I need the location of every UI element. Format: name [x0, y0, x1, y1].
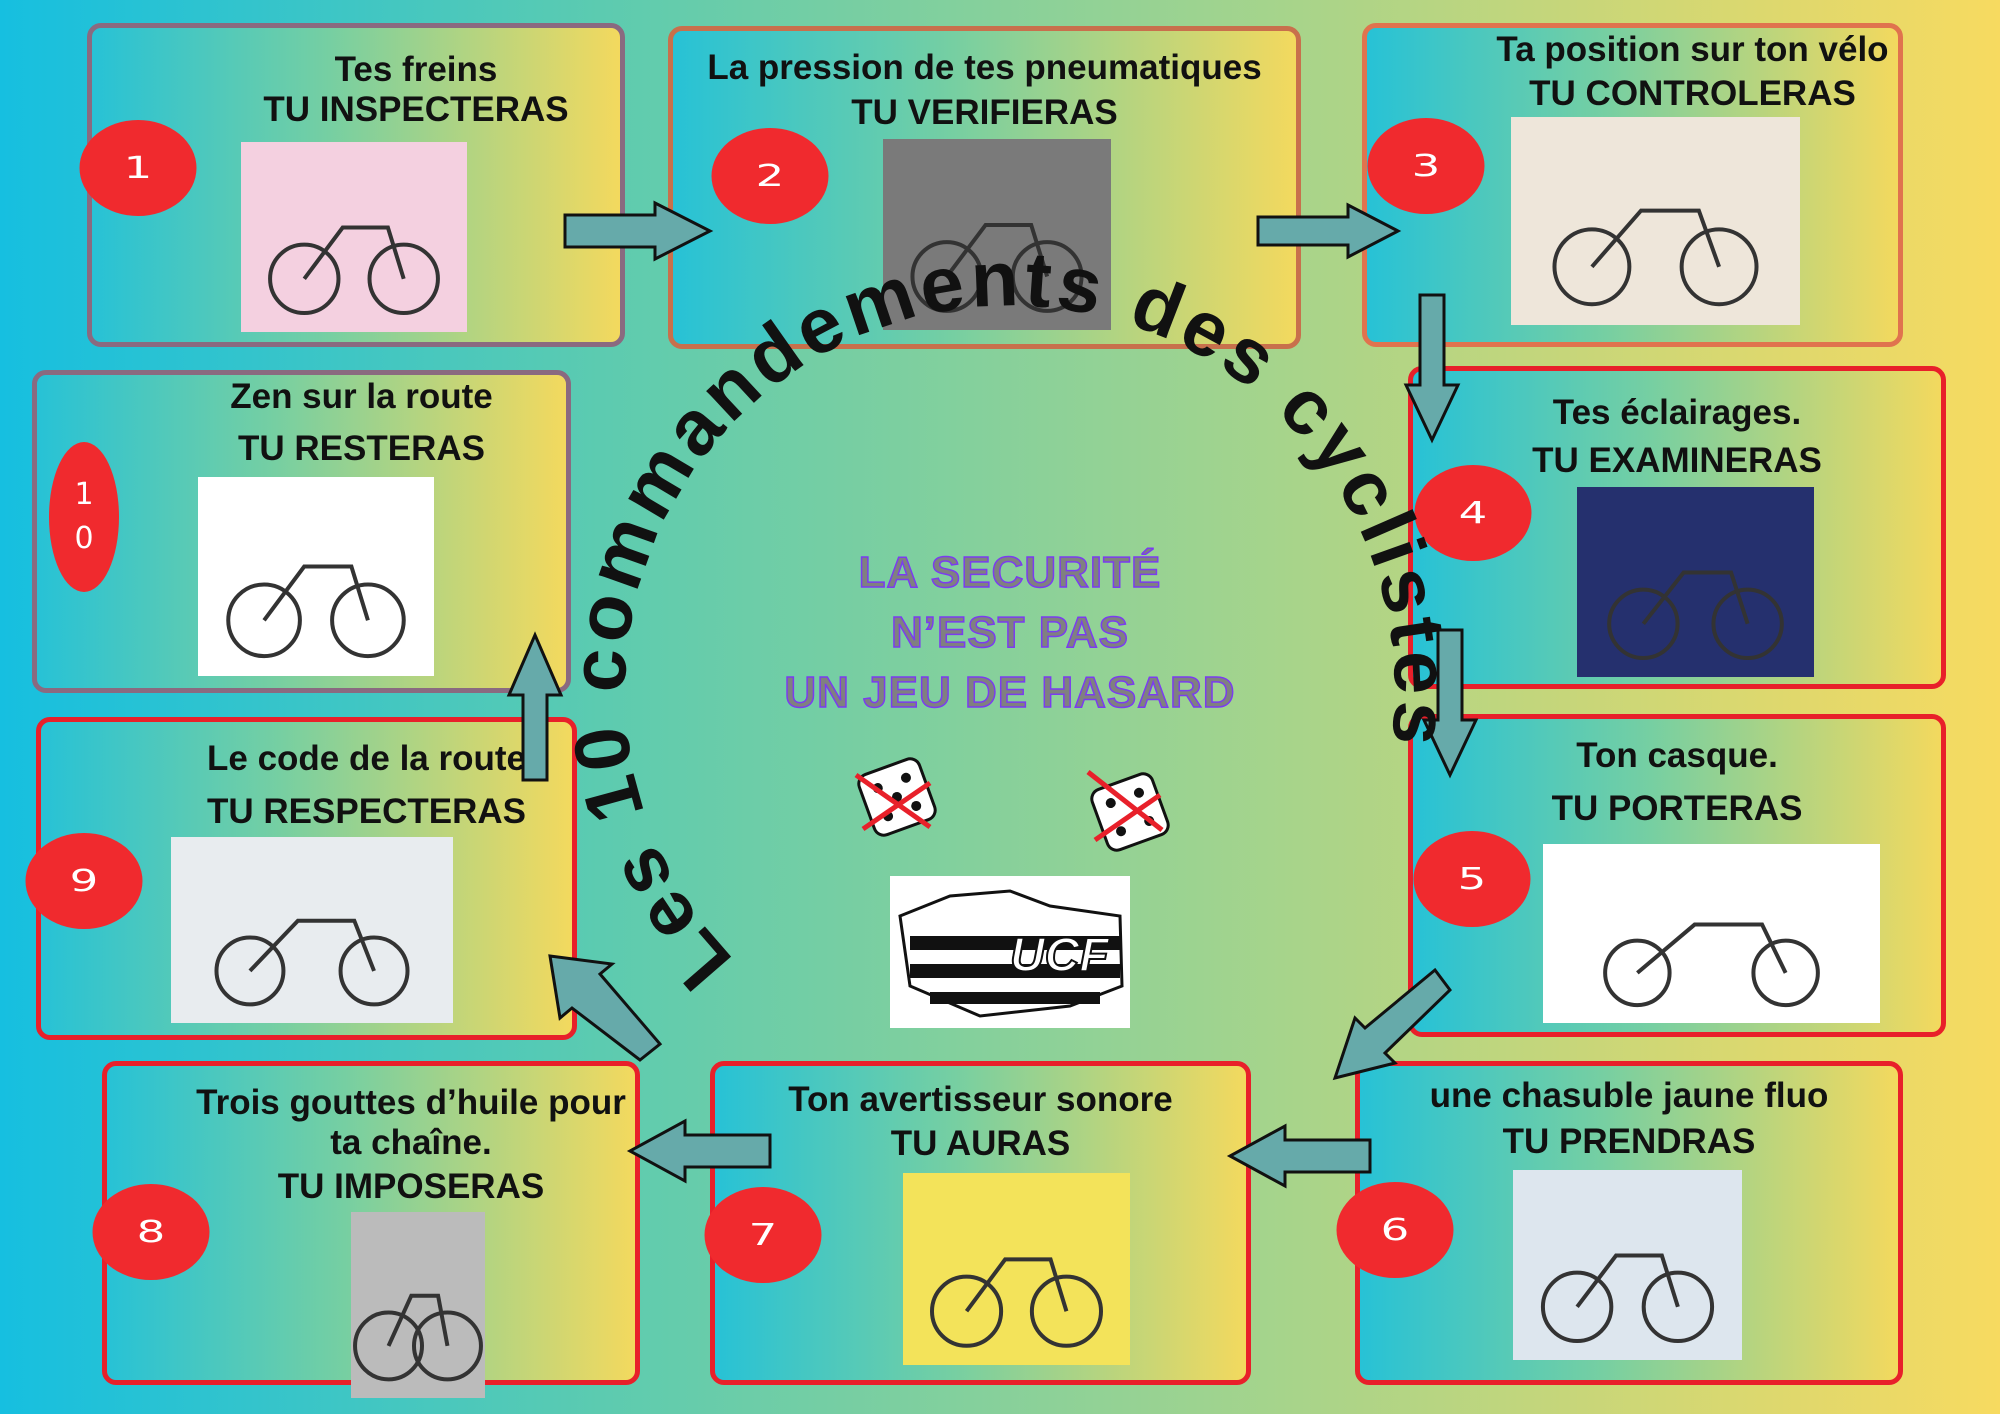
illustration-image — [171, 837, 453, 1023]
bicycle-icon — [1603, 922, 1820, 1008]
arrow-4-to-5 — [1421, 628, 1479, 779]
commandment-verb: TU EXAMINERAS — [1532, 441, 1822, 480]
commandment-subject: Ton avertisseur sonore — [788, 1080, 1173, 1119]
commandment-card-10: Zen sur la route TU RESTERAS — [32, 370, 571, 693]
arrow-3-to-4 — [1403, 293, 1461, 444]
commandment-subject: Le code de la route — [207, 739, 526, 778]
commandment-subject: Ton casque. — [1576, 736, 1778, 775]
arrow-9-to-10 — [506, 631, 564, 782]
number-digit: 0 — [74, 521, 94, 556]
slogan-line-1: LA SECURITÉ — [858, 547, 1162, 598]
bicycle-icon — [930, 1257, 1104, 1348]
cross-icon — [1086, 770, 1164, 843]
illustration-image — [883, 139, 1111, 330]
bicycle-icon — [226, 564, 406, 659]
number-badge: 7 — [704, 1187, 822, 1283]
cross-icon — [854, 772, 932, 832]
commandment-verb: TU RESPECTERAS — [207, 792, 526, 831]
arrow-6-to-7 — [1226, 1123, 1372, 1189]
flow-arrows — [506, 200, 1479, 1189]
arrow-8-to-9 — [548, 954, 663, 1062]
commandment-verb: TU PRENDRAS — [1502, 1122, 1756, 1161]
commandment-subject: Ta position sur ton vélo — [1496, 30, 1889, 69]
number-badge: 8 — [92, 1184, 210, 1280]
number-badge: 4 — [1414, 465, 1532, 561]
commandment-subject: La pression de tes pneumatiques — [707, 48, 1262, 87]
illustration-image — [241, 142, 467, 332]
commandment-subject: Tes éclairages. — [1552, 393, 1802, 432]
arrow-2-to-3 — [1256, 202, 1402, 260]
number-badge: 1 — [79, 120, 197, 216]
commandment-subject: une chasuble jaune fluo — [1429, 1076, 1829, 1115]
illustration-image — [351, 1212, 485, 1398]
number-badge: 6 — [1336, 1182, 1454, 1278]
commandment-subject: Trois gouttes d’huile pour ta chaîne. — [196, 1083, 626, 1162]
bicycle-icon — [910, 222, 1084, 313]
illustration-image — [903, 1173, 1130, 1365]
number-badge: 9 — [25, 833, 143, 929]
arrow-7-to-8 — [626, 1118, 772, 1184]
commandment-verb: TU AURAS — [890, 1124, 1071, 1163]
number-badge: 5 — [1413, 831, 1531, 927]
ucf-logo: UCF — [890, 876, 1130, 1028]
number-badge: 3 — [1367, 118, 1485, 214]
arrow-1-to-2 — [563, 200, 714, 262]
bicycle-icon — [268, 225, 440, 316]
commandment-verb: TU RESTERAS — [238, 429, 485, 468]
illustration-image — [198, 477, 434, 676]
commandment-verb: TU IMPOSERAS — [277, 1167, 545, 1206]
commandment-verb: TU CONTROLERAS — [1529, 74, 1856, 113]
illustration-image — [1513, 1170, 1742, 1360]
illustration-image — [1511, 117, 1800, 325]
illustration-image — [1543, 844, 1880, 1023]
slogan-line-3: UN JEU DE HASARD — [784, 667, 1236, 718]
number-digit: 1 — [74, 477, 94, 512]
bicycle-icon — [1607, 570, 1784, 661]
commandment-verb: TU VERIFIERAS — [851, 93, 1118, 132]
logo-lettering: UCF — [1010, 929, 1110, 982]
commandment-subject: Tes freins — [334, 50, 498, 89]
bicycle-icon — [214, 918, 410, 1007]
number-badge: 2 — [711, 128, 829, 224]
slogan-line-2: N’EST PAS — [890, 607, 1129, 658]
arrow-5-to-6 — [1332, 967, 1452, 1081]
commandment-verb: TU INSPECTERAS — [263, 90, 569, 129]
bicycle-icon — [353, 1293, 483, 1382]
illustration-image — [1577, 487, 1814, 677]
commandment-subject: Zen sur la route — [230, 377, 493, 416]
bicycle-icon — [1540, 1253, 1715, 1344]
commandment-verb: TU PORTERAS — [1551, 789, 1803, 828]
bicycle-icon — [1552, 208, 1759, 307]
